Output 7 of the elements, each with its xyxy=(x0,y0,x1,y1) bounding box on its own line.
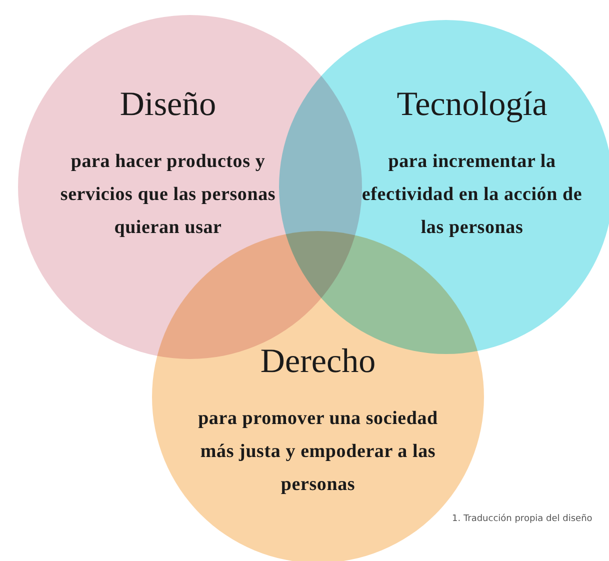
circle-description: para promover una sociedad más justa y empoderar a las personas xyxy=(197,407,439,498)
circle-heading: Derecho xyxy=(260,343,376,380)
circle-description: para hacer productos y servicios que las personas quieran usar xyxy=(59,150,277,240)
footnote: 1. Traducción propia del diseño xyxy=(452,514,592,524)
circle-heading: Diseño xyxy=(120,86,216,124)
circle-description: para incrementar la efectividad en la acción de las personas xyxy=(360,150,584,240)
circle-heading: Tecnología xyxy=(396,86,548,124)
